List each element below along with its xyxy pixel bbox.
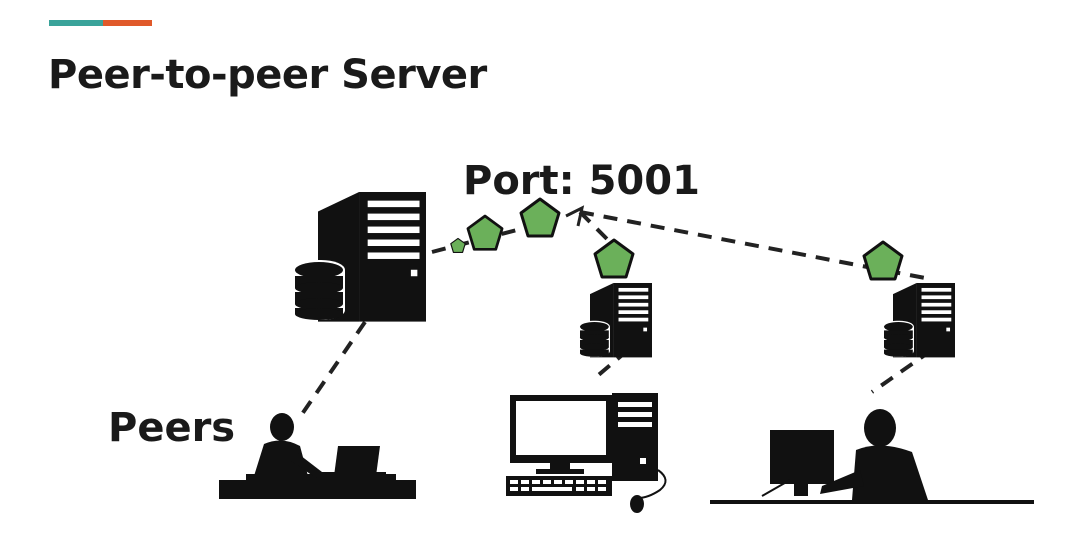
server-3-icon (882, 283, 955, 358)
database-icon (293, 260, 345, 320)
packet-icons (450, 197, 904, 281)
accent-bar-teal (49, 20, 103, 26)
person-at-monitor-icon (710, 409, 1034, 504)
packet-icon (466, 214, 504, 251)
slide-title: Peer-to-peer Server (48, 52, 487, 98)
link-hub-to-server-2 (578, 210, 610, 242)
arrowhead (565, 205, 585, 227)
port-label: Port: 5001 (463, 158, 700, 204)
server-2-icon (578, 283, 652, 358)
packet-icon (862, 240, 904, 281)
packet-icon (519, 197, 561, 238)
packet-icon (450, 237, 466, 254)
person-at-laptop-icon (219, 413, 416, 499)
packet-icon (593, 238, 635, 279)
desktop-computer-icon (506, 393, 667, 513)
main-server-icon (293, 192, 426, 322)
peers-label: Peers (108, 405, 235, 451)
link-main-server-to-peer-1 (296, 320, 367, 422)
accent-bar-orange (103, 20, 152, 26)
